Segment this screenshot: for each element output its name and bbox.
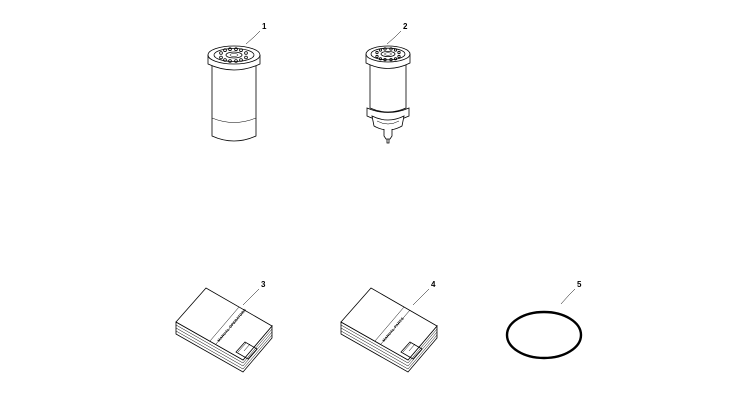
callout-number-3: 3 — [261, 280, 266, 289]
part-3-operators-manual[interactable]: 3 MANUAL OPERATORS — [175, 280, 273, 373]
prefilter-drain — [383, 129, 393, 140]
prefilter-holes — [375, 47, 401, 62]
callout-number-1: 1 — [262, 22, 267, 31]
o-ring-outer — [505, 310, 583, 360]
leader-line-3 — [242, 288, 260, 306]
manual-4-label-icon — [400, 341, 423, 360]
manual-3-cover — [175, 287, 273, 361]
callout-number-2: 2 — [403, 22, 408, 31]
filter-top — [207, 45, 261, 65]
part-5-o-ring[interactable]: 5 — [505, 280, 583, 360]
prefilter-body — [369, 61, 407, 113]
leader-line-2 — [386, 30, 402, 45]
filter-band — [211, 117, 257, 123]
leader-line-1 — [245, 30, 261, 45]
leader-line-5 — [560, 288, 576, 305]
manual-4-cover — [340, 287, 438, 361]
manual-3-label-icon — [235, 341, 258, 360]
part-1-fuel-filter[interactable]: 1 — [207, 22, 267, 142]
callout-number-5: 5 — [577, 280, 582, 289]
part-4-parts-manual[interactable]: 4 MANUAL PARTS — [340, 280, 438, 373]
part-2-fuel-prefilter[interactable]: 2 — [365, 22, 411, 144]
leader-line-4 — [412, 288, 430, 306]
prefilter-center-hole — [380, 51, 396, 58]
filter-body — [211, 61, 257, 142]
callout-number-4: 4 — [431, 280, 436, 289]
prefilter-bowl — [371, 115, 405, 131]
filter-center-hole — [225, 51, 243, 59]
filter-holes — [219, 47, 248, 63]
